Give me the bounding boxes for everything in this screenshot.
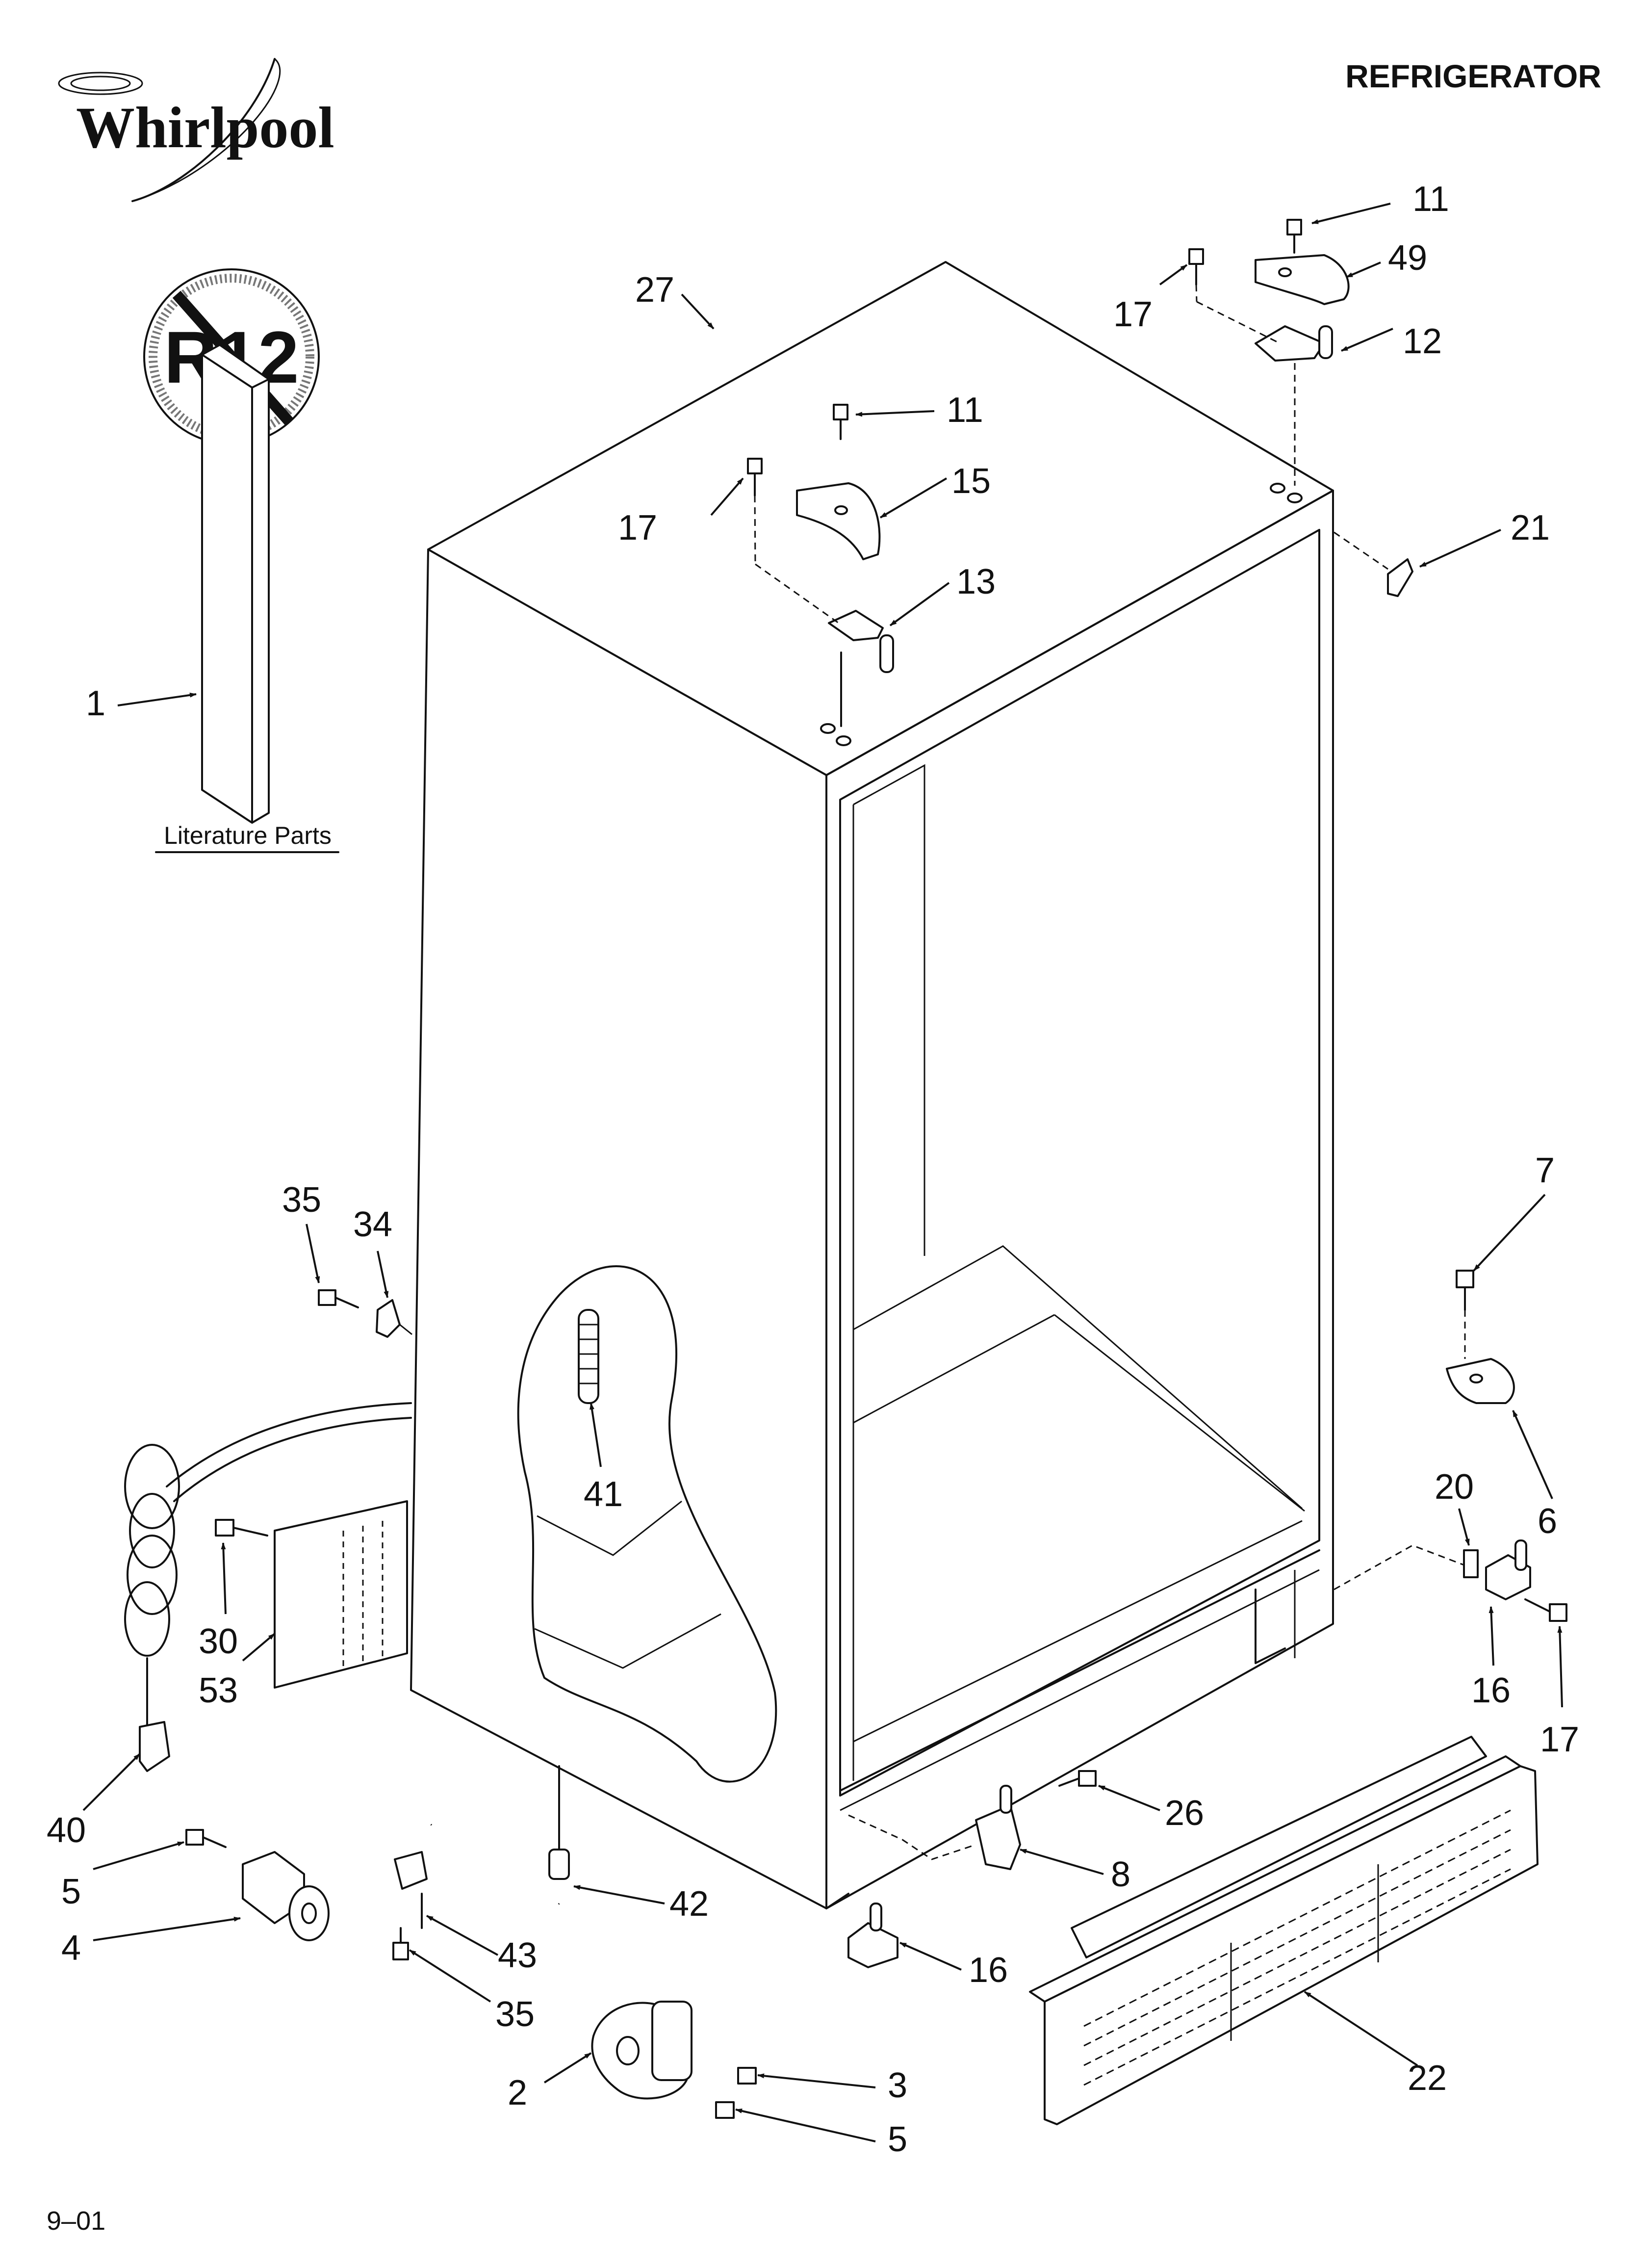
base-grille (1029, 1736, 1539, 2125)
lower-hinge-right (1446, 1270, 1515, 1404)
whirlpool-logo: Whirlpool (58, 58, 334, 202)
callout-34: 34 (353, 1205, 392, 1244)
revision-code: 9–01 (47, 2206, 105, 2236)
literature-booklet: Literature Parts (155, 344, 339, 853)
callout-20: 20 (1435, 1467, 1474, 1507)
callout-16: 16 (969, 1951, 1008, 1990)
hole-plug (1334, 531, 1413, 597)
grille-bracket-left (847, 1903, 898, 1968)
door-stop-bracket (1334, 1539, 1567, 1622)
callout-3: 3 (888, 2066, 907, 2105)
callout-17: 17 (1113, 295, 1153, 334)
power-cord (124, 1402, 412, 1772)
callout-2: 2 (508, 2073, 527, 2112)
grille-bracket-right (848, 1770, 1097, 1870)
callout-35: 35 (495, 1995, 535, 2034)
callout-11: 11 (947, 391, 983, 430)
callout-12: 12 (1403, 322, 1442, 361)
callout-53: 53 (199, 1671, 238, 1710)
callout-40: 40 (47, 1811, 86, 1850)
callout-43: 43 (498, 1936, 537, 1975)
callout-27: 27 (635, 270, 674, 310)
callout-8: 8 (1111, 1855, 1130, 1894)
water-tube-assembly (392, 1765, 570, 1960)
leader-lines (82, 203, 1563, 2142)
brand-name: Whirlpool (76, 95, 334, 160)
right-top-hinge-assembly (1188, 219, 1350, 486)
left-top-hinge-assembly (747, 404, 894, 727)
callout-16: 16 (1471, 1671, 1511, 1710)
electrical-box (215, 1500, 408, 1689)
callout-13: 13 (956, 562, 996, 601)
callout-11: 11 (1412, 180, 1449, 219)
callout-42: 42 (669, 1884, 709, 1924)
callout-30: 30 (199, 1622, 238, 1661)
callout-labels: 11 49 17 12 27 11 15 17 13 21 1 35 34 7 … (47, 180, 1579, 2159)
callout-21: 21 (1511, 508, 1550, 547)
front-roller-assembly (591, 2001, 757, 2119)
callout-4: 4 (61, 1929, 81, 1968)
literature-parts-label: Literature Parts (164, 822, 332, 849)
cabinet-body (410, 261, 1334, 1909)
rear-roller-assembly (185, 1829, 330, 1941)
callout-41: 41 (584, 1475, 623, 1514)
clip-screw-34-35 (318, 1289, 412, 1338)
callout-5: 5 (61, 1872, 81, 1911)
callout-7: 7 (1535, 1151, 1555, 1190)
callout-17: 17 (1540, 1720, 1579, 1759)
callout-1: 1 (86, 684, 105, 723)
page-title: REFRIGERATOR (1345, 58, 1601, 94)
callout-22: 22 (1408, 2059, 1447, 2098)
callout-6: 6 (1538, 1502, 1557, 1541)
drain-tube-coil (578, 1309, 599, 1404)
callout-49: 49 (1388, 238, 1427, 278)
callout-5: 5 (888, 2120, 907, 2159)
callout-35: 35 (282, 1180, 321, 1220)
callout-15: 15 (951, 462, 991, 501)
callout-26: 26 (1165, 1794, 1204, 1833)
callout-17: 17 (618, 508, 657, 547)
